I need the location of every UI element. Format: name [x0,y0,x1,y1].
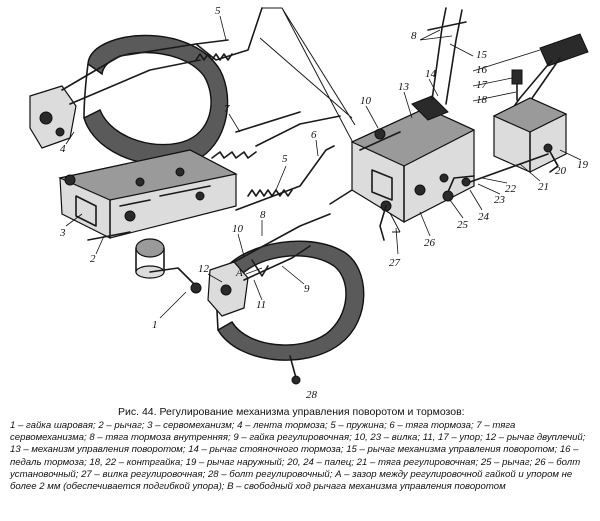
callout-11: 11 [256,299,266,311]
servomechanism [58,149,238,279]
callout-18: 18 [476,94,488,106]
callout-8-lower: 8 [260,209,266,221]
leader-lines [65,15,582,319]
callout-2: 2 [90,253,96,265]
callout-21: 21 [538,181,549,193]
figure-caption: Рис. 44. Регулирование механизма управле… [10,406,594,493]
callout-16: 16 [476,64,488,76]
brake-rod [235,145,335,211]
ball-nut-and-lever [87,231,202,294]
callout-5-top: 5 [215,5,221,17]
brake-band-upper [83,34,229,167]
callout-8-top: 8 [411,30,417,42]
lower-bracket [207,213,331,317]
callout-5-middle: 5 [282,153,288,165]
callout-25: 25 [457,219,469,231]
upper-left-bracket [29,7,263,149]
callout-14: 14 [425,68,437,80]
callout-1: 1 [152,319,158,331]
callout-23: 23 [494,194,506,206]
servo-rod [211,111,341,159]
brake-band-lower [215,240,365,385]
levers-14-15 [419,7,467,105]
callout-12: 12 [198,263,210,275]
callout-24: 24 [478,211,490,223]
callout-15: 15 [476,49,488,61]
callout-22: 22 [505,183,517,195]
callout-7: 7 [224,103,230,115]
callout-3: 3 [59,227,66,239]
callout-20: 20 [555,165,567,177]
callout-28: 28 [306,389,318,401]
callout-a: A [235,267,243,279]
callout-6: 6 [311,129,317,141]
mechanism-illustration: 5 7 6 5 8 8 15 16 17 18 14 13 10 4 3 2 1… [29,5,589,401]
callout-9: 9 [304,283,310,295]
callout-26: 26 [424,237,436,249]
callout-10-lower: 10 [232,223,244,235]
adjusting-rod-assembly [442,143,559,202]
caption-legend: 1 – гайка шаровая; 2 – рычаг; 3 – сервом… [10,420,586,493]
caption-title: Рис. 44. Регулирование механизма управле… [118,406,465,418]
callout-27: 27 [389,257,401,269]
callout-17: 17 [476,79,488,91]
callout-19: 19 [577,159,589,171]
adjusting-fork [379,205,387,241]
callout-4: 4 [60,143,66,155]
callout-13: 13 [398,81,410,93]
callout-10-top: 10 [360,95,372,107]
spring-upper [195,53,233,61]
